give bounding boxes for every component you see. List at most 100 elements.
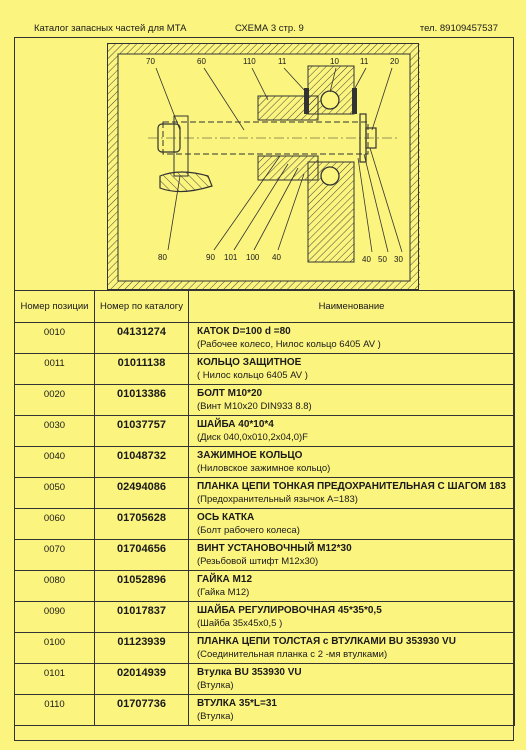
- table-body: 0010 04131274 КАТОК D=100 d =80 (Рабочее…: [14, 322, 515, 726]
- table-row: 0020 01013386 БОЛТ M10*20 (Винт M10x20 D…: [14, 384, 515, 416]
- part-name: Втулка BU 353930 VU: [197, 667, 302, 678]
- catalog-number-cell: 01011138: [94, 353, 189, 385]
- catalog-number-cell: 02014939: [94, 663, 189, 695]
- part-description: (Соединительная планка с 2 -мя втулками): [197, 649, 388, 660]
- part-description: (Шайба 35x45x0,5 ): [197, 618, 283, 629]
- name-cell: ВТУЛКА 35*L=31 (Втулка): [188, 694, 515, 726]
- name-cell: ГАЙКА M12 (Гайка M12): [188, 570, 515, 602]
- table-row: 0010 04131274 КАТОК D=100 d =80 (Рабочее…: [14, 322, 515, 354]
- bearing-ball-top: [320, 90, 340, 110]
- callout-11-right: 11: [360, 57, 369, 66]
- position-cell: 0110: [14, 694, 95, 726]
- name-cell: БОЛТ M10*20 (Винт M10x20 DIN933 8.8): [188, 384, 515, 416]
- name-cell: ОСЬ КАТКА (Болт рабочего колеса): [188, 508, 515, 540]
- position-cell: 0101: [14, 663, 95, 695]
- name-cell: КАТОК D=100 d =80 (Рабочее колесо, Нилос…: [188, 322, 515, 354]
- position-cell: 0011: [14, 353, 95, 385]
- position-cell: 0050: [14, 477, 95, 509]
- part-name: БОЛТ M10*20: [197, 388, 263, 399]
- part-description: (Втулка): [197, 711, 234, 722]
- part-name: ВИНТ УСТАНОВОЧНЫЙ M12*30: [197, 543, 352, 554]
- header-position: Номер позиции: [14, 290, 95, 323]
- bearing-ball-bottom: [320, 166, 340, 186]
- leader-lines: [155, 67, 403, 253]
- callout-60: 60: [197, 57, 206, 66]
- assembly-drawing: 70 60 110 11 10 11 20 80 90 101 100 40 4…: [107, 43, 420, 291]
- name-cell: ВИНТ УСТАНОВОЧНЫЙ M12*30 (Резьбовой штиф…: [188, 539, 515, 571]
- table-row: 0101 02014939 Втулка BU 353930 VU (Втулк…: [14, 663, 515, 695]
- name-cell: ШАЙБА 40*10*4 (Диск 040,0x010,2x04,0)F: [188, 415, 515, 447]
- name-cell: ПЛАНКА ЦЕПИ ТОНКАЯ ПРЕДОХРАНИТЕЛЬНАЯ С Ш…: [188, 477, 515, 509]
- callout-11-left: 11: [278, 57, 287, 66]
- part-description: (Втулка): [197, 680, 234, 691]
- bolt-head: [365, 127, 377, 149]
- page-header: Каталог запасных частей для МТА СХЕМА 3 …: [34, 23, 498, 37]
- part-name: КАТОК D=100 d =80: [197, 326, 291, 337]
- part-name: ГАЙКА M12: [197, 574, 253, 585]
- part-name: ПЛАНКА ЦЕПИ ТОЛСТАЯ с ВТУЛКАМИ BU 353930…: [197, 636, 456, 647]
- name-cell: Втулка BU 353930 VU (Втулка): [188, 663, 515, 695]
- part-description: (Винт M10x20 DIN933 8.8): [197, 401, 312, 412]
- position-cell: 0010: [14, 322, 95, 354]
- catalog-number-cell: 01123939: [94, 632, 189, 664]
- part-description: ( Нилос кольцо 6405 AV ): [197, 370, 308, 381]
- callout-70: 70: [146, 57, 155, 66]
- name-cell: КОЛЬЦО ЗАЩИТНОЕ ( Нилос кольцо 6405 AV ): [188, 353, 515, 385]
- callout-110: 110: [243, 57, 256, 66]
- position-cell: 0020: [14, 384, 95, 416]
- part-name: ЗАЖИМНОЕ КОЛЬЦО: [197, 450, 303, 461]
- callout-50: 50: [378, 255, 387, 264]
- catalog-number-cell: 01013386: [94, 384, 189, 416]
- catalog-number-cell: 02494086: [94, 477, 189, 509]
- part-description: (Болт рабочего колеса): [197, 525, 300, 536]
- part-name: ВТУЛКА 35*L=31: [197, 698, 277, 709]
- part-description: (Ниловское зажимное кольцо): [197, 463, 331, 474]
- table-row: 0110 01707736 ВТУЛКА 35*L=31 (Втулка): [14, 694, 515, 726]
- table-row: 0060 01705628 ОСЬ КАТКА (Болт рабочего к…: [14, 508, 515, 540]
- callout-100: 100: [246, 253, 260, 262]
- table-header-row: Номер позиции Номер по каталогу Наименов…: [14, 290, 515, 323]
- part-name: ОСЬ КАТКА: [197, 512, 255, 523]
- part-name: ШАЙБА 40*10*4: [197, 419, 274, 430]
- callout-80: 80: [158, 253, 167, 262]
- catalog-number-cell: 01037757: [94, 415, 189, 447]
- name-cell: ЗАЖИМНОЕ КОЛЬЦО (Ниловское зажимное коль…: [188, 446, 515, 478]
- callout-40-left: 40: [272, 253, 281, 262]
- part-description: (Резьбовой штифт M12x30): [197, 556, 319, 567]
- position-cell: 0070: [14, 539, 95, 571]
- callout-90: 90: [206, 253, 215, 262]
- nut: [159, 171, 213, 193]
- position-cell: 0100: [14, 632, 95, 664]
- header-catalog: Номер по каталогу: [94, 290, 189, 323]
- protective-ring-right: [352, 88, 357, 114]
- part-description: (Диск 040,0x010,2x04,0)F: [197, 432, 308, 443]
- table-row: 0100 01123939 ПЛАНКА ЦЕПИ ТОЛСТАЯ с ВТУЛ…: [14, 632, 515, 664]
- part-name: ШАЙБА РЕГУЛИРОВОЧНАЯ 45*35*0,5: [197, 605, 382, 616]
- callout-20: 20: [390, 57, 399, 66]
- callout-labels: 70 60 110 11 10 11 20 80 90 101 100 40 4…: [146, 57, 403, 264]
- catalog-number-cell: 01707736: [94, 694, 189, 726]
- part-description: (Рабочее колесо, Нилос кольцо 6405 AV ): [197, 339, 381, 350]
- position-cell: 0060: [14, 508, 95, 540]
- table-row: 0030 01037757 ШАЙБА 40*10*4 (Диск 040,0x…: [14, 415, 515, 447]
- axle-head: [157, 123, 181, 153]
- table-row: 0070 01704656 ВИНТ УСТАНОВОЧНЫЙ M12*30 (…: [14, 539, 515, 571]
- callout-10: 10: [330, 57, 339, 66]
- callout-40-right: 40: [362, 255, 371, 264]
- position-cell: 0030: [14, 415, 95, 447]
- name-cell: ШАЙБА РЕГУЛИРОВОЧНАЯ 45*35*0,5 (Шайба 35…: [188, 601, 515, 633]
- catalog-number-cell: 01048732: [94, 446, 189, 478]
- protective-ring-left: [304, 88, 309, 114]
- table-row: 0011 01011138 КОЛЬЦО ЗАЩИТНОЕ ( Нилос ко…: [14, 353, 515, 385]
- position-cell: 0080: [14, 570, 95, 602]
- callout-30: 30: [394, 255, 403, 264]
- part-description: (Предохранительный язычок A=183): [197, 494, 358, 505]
- scheme-page-label: СХЕМА 3 стр. 9: [235, 23, 304, 34]
- name-cell: ПЛАНКА ЦЕПИ ТОЛСТАЯ с ВТУЛКАМИ BU 353930…: [188, 632, 515, 664]
- table-row: 0080 01052896 ГАЙКА M12 (Гайка M12): [14, 570, 515, 602]
- table-row: 0090 01017837 ШАЙБА РЕГУЛИРОВОЧНАЯ 45*35…: [14, 601, 515, 633]
- catalog-number-cell: 01705628: [94, 508, 189, 540]
- catalog-number-cell: 04131274: [94, 322, 189, 354]
- table-row: 0040 01048732 ЗАЖИМНОЕ КОЛЬЦО (Ниловское…: [14, 446, 515, 478]
- catalog-number-cell: 01017837: [94, 601, 189, 633]
